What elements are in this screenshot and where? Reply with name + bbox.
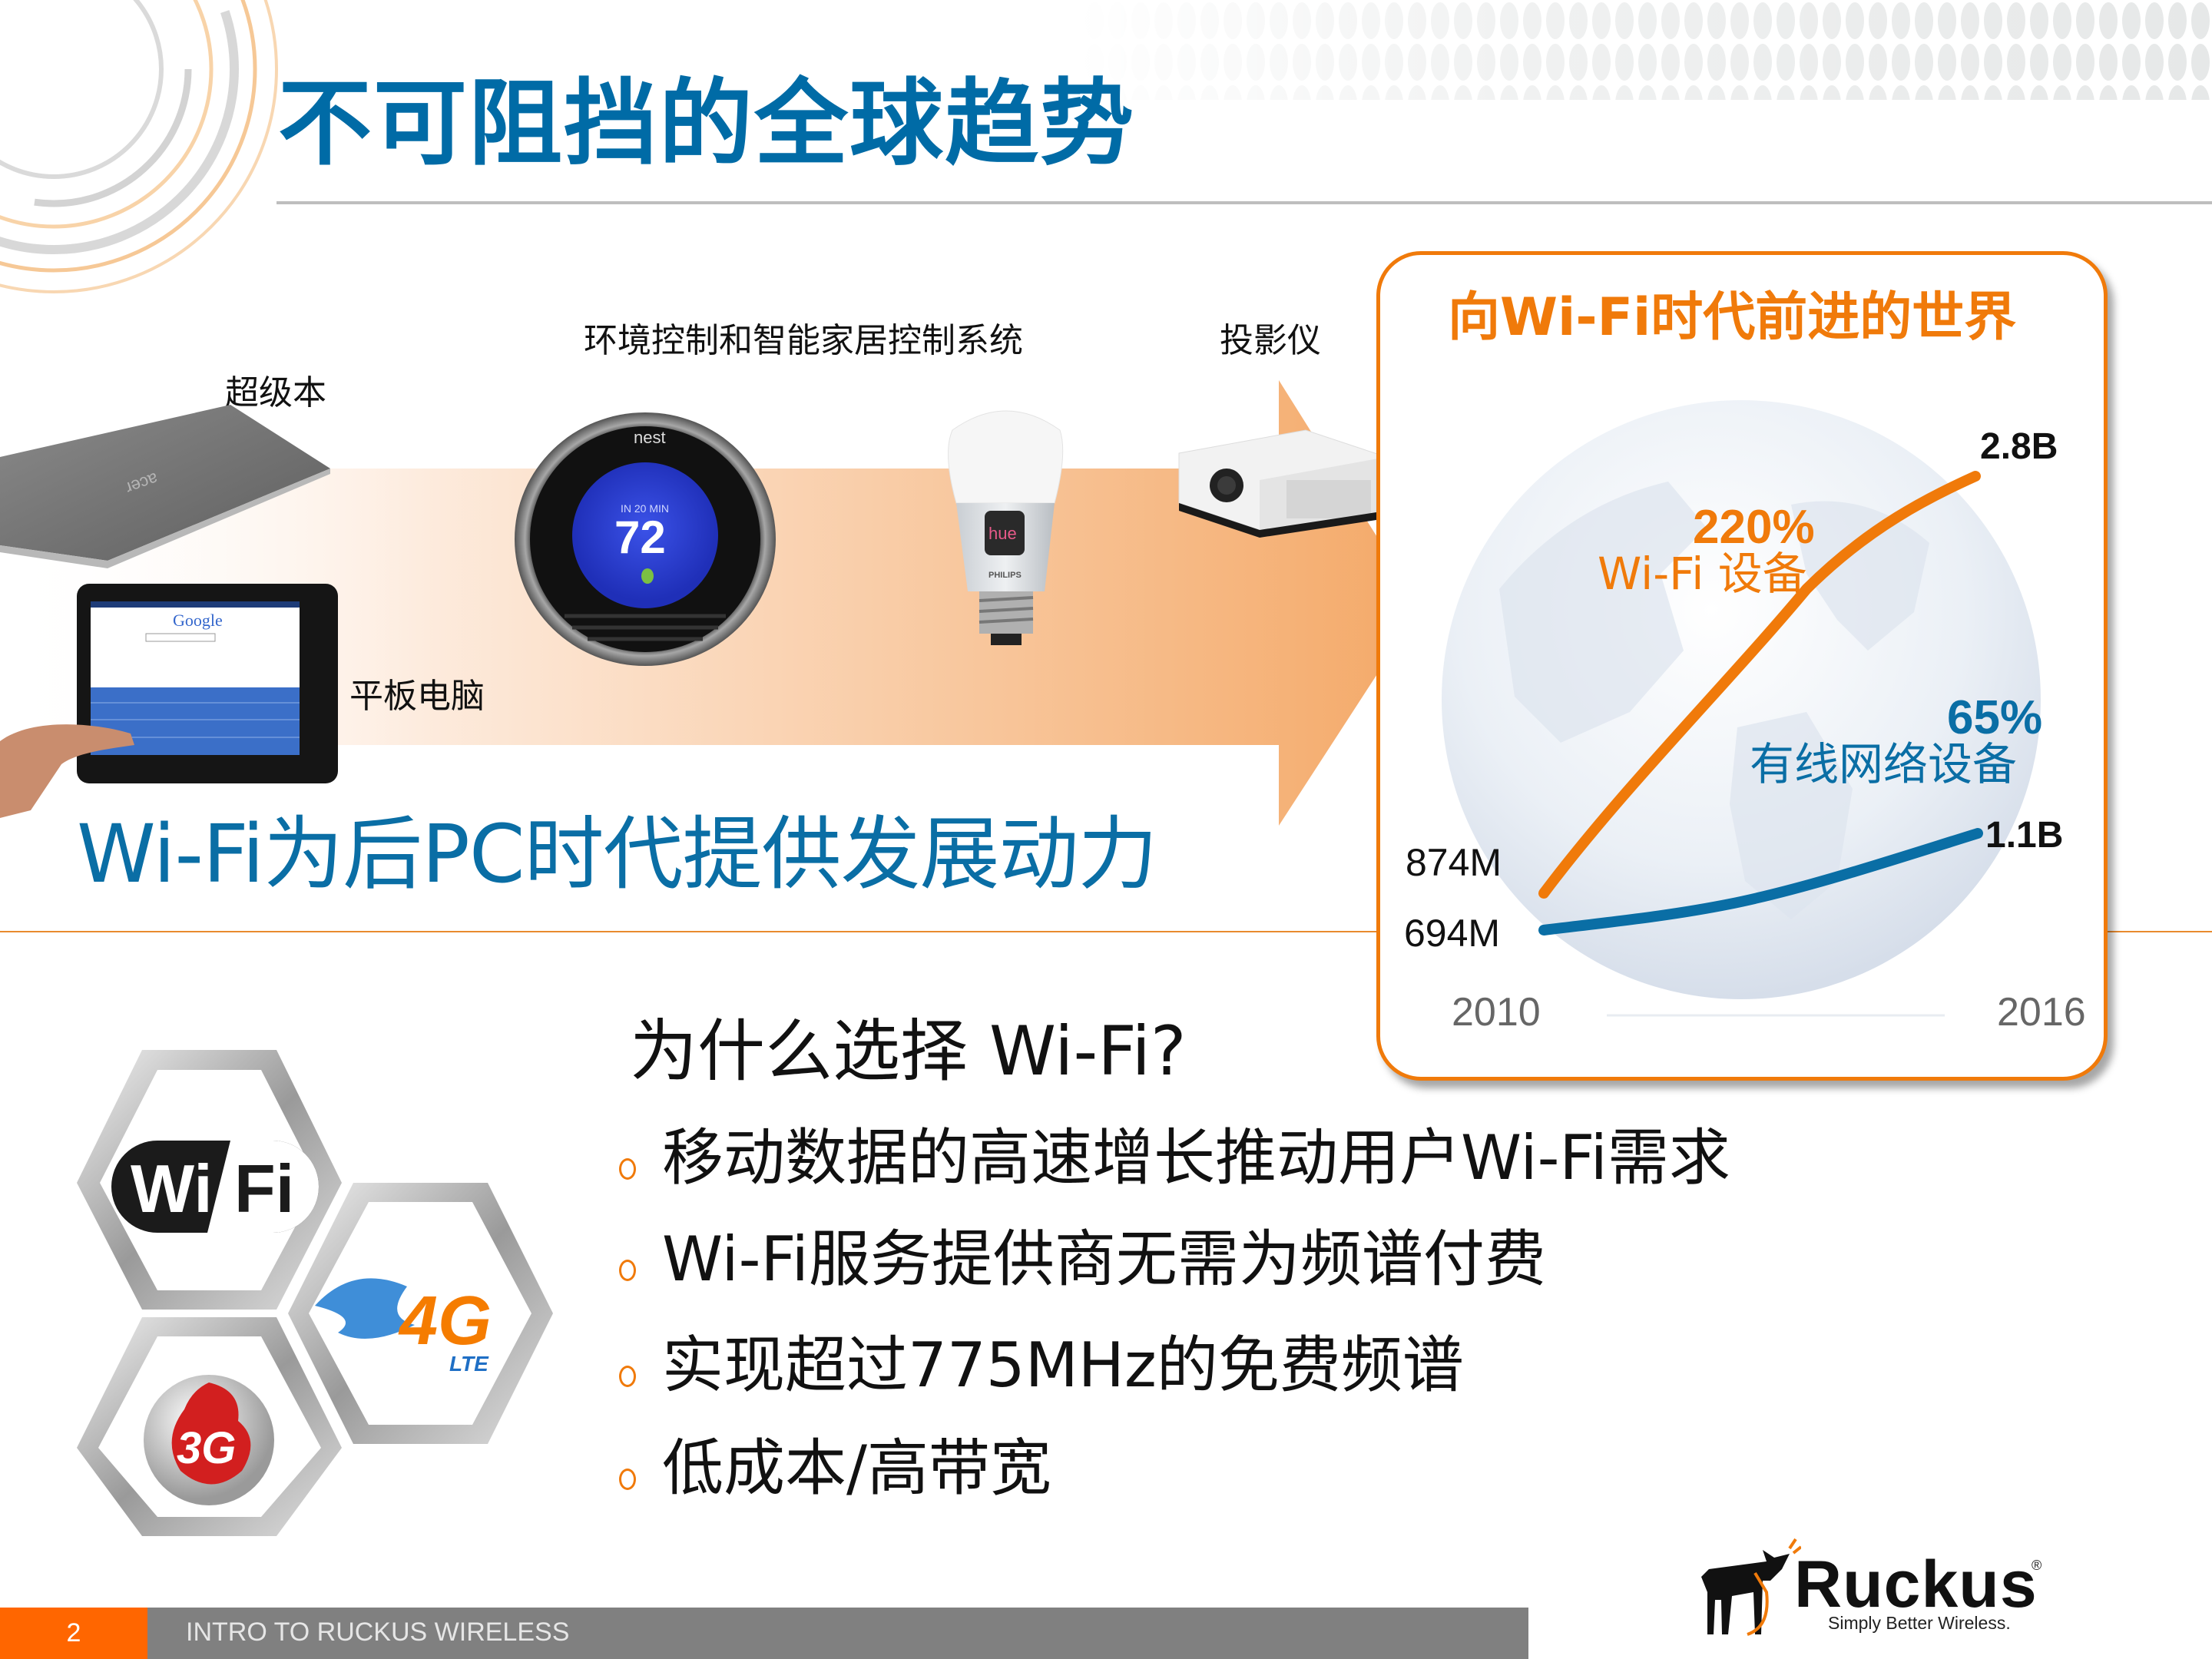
why-wifi-heading: 为什么选择 Wi-Fi? [630, 1012, 1187, 1091]
svg-text:4G: 4G [398, 1283, 492, 1359]
chart-title: 向Wi-Fi时代前进的世界 [1448, 287, 2017, 348]
wifi-end-value: 2.8B [1980, 426, 2058, 467]
svg-text:IN 20 MIN: IN 20 MIN [621, 502, 669, 515]
wifi-growth-pct: 220% [1693, 501, 1815, 554]
title-divider [276, 201, 2212, 204]
3g-badge-icon: 3G [77, 1317, 342, 1536]
growth-chart [1442, 400, 2041, 1017]
wired-series-label: 有线网络设备 [1750, 738, 2018, 790]
ruckus-dog-logo-icon [1701, 1538, 1801, 1636]
bullet-item: Wi-Fi服务提供商无需为频谱付费 [619, 1229, 1546, 1290]
svg-text:Google: Google [173, 611, 223, 630]
wired-growth-pct: 65% [1947, 691, 2043, 744]
svg-text:LTE: LTE [449, 1352, 489, 1376]
dot-pattern-decoration [1075, 0, 2212, 100]
wifi-start-value: 874M [1406, 841, 1502, 884]
bullet-item: 移动数据的高速增长推动用户Wi-Fi需求 [619, 1128, 1730, 1189]
footer-text: INTRO TO RUCKUS WIRELESS [186, 1618, 570, 1647]
circle-arcs-decoration [0, 0, 278, 293]
bullet-circle-icon [619, 1366, 636, 1387]
section-divider [0, 931, 2212, 932]
bullet-item: 低成本/高带宽 [619, 1438, 1051, 1499]
svg-text:PHILIPS: PHILIPS [988, 571, 1022, 580]
nest-thermostat-icon: nest IN 20 MIN 72 [515, 412, 776, 666]
tech-badges: Wi Fi 4G LTE 3G [77, 1050, 553, 1536]
wifi-series-line [1538, 471, 1981, 899]
device-label-tablet: 平板电脑 [349, 677, 485, 716]
tablet-icon: Google [0, 584, 338, 818]
footer-bar [147, 1608, 1528, 1659]
4g-lte-badge-icon: 4G LTE [288, 1183, 553, 1444]
wifi-badge-icon: Wi Fi [77, 1050, 342, 1310]
bullet-circle-icon [619, 1158, 636, 1180]
svg-text:hue: hue [988, 524, 1017, 543]
x-axis-start: 2010 [1452, 990, 1541, 1035]
svg-text:Wi: Wi [131, 1151, 213, 1227]
device-label-smarthome: 环境控制和智能家居控制系统 [584, 321, 1023, 360]
device-label-ultrabook: 超级本 [225, 373, 326, 412]
bullet-item: 实现超过775MHz的免费频谱 [619, 1335, 1464, 1396]
svg-text:72: 72 [614, 512, 666, 563]
ruckus-logo-wordmark: Ruckus [1794, 1548, 2038, 1621]
bullet-circle-icon [619, 1260, 636, 1281]
projector-icon [1178, 429, 1387, 538]
ruckus-logo-tagline: Simply Better Wireless. [1828, 1613, 2011, 1633]
wifi-series-label: Wi-Fi 设备 [1598, 548, 1807, 600]
hue-bulb-icon: hue PHILIPS [948, 410, 1064, 645]
tagline: Wi-Fi为后PC时代提供发展动力 [77, 807, 1157, 901]
svg-text:3G: 3G [177, 1423, 236, 1473]
wired-start-value: 694M [1404, 912, 1501, 955]
registered-mark: ® [2032, 1558, 2042, 1573]
svg-text:Fi: Fi [234, 1151, 294, 1227]
device-label-projector: 投影仪 [1220, 321, 1321, 360]
wired-series-line [1538, 828, 1983, 935]
wired-end-value: 1.1B [1985, 815, 2064, 856]
slide-title: 不可阻挡的全球趋势 [278, 69, 1135, 178]
page-number: 2 [0, 1608, 147, 1659]
ultrabook-laptop-icon: acer [0, 405, 330, 568]
x-axis-end: 2016 [1997, 990, 2086, 1035]
bullet-circle-icon [619, 1469, 636, 1490]
svg-text:nest: nest [634, 428, 666, 447]
